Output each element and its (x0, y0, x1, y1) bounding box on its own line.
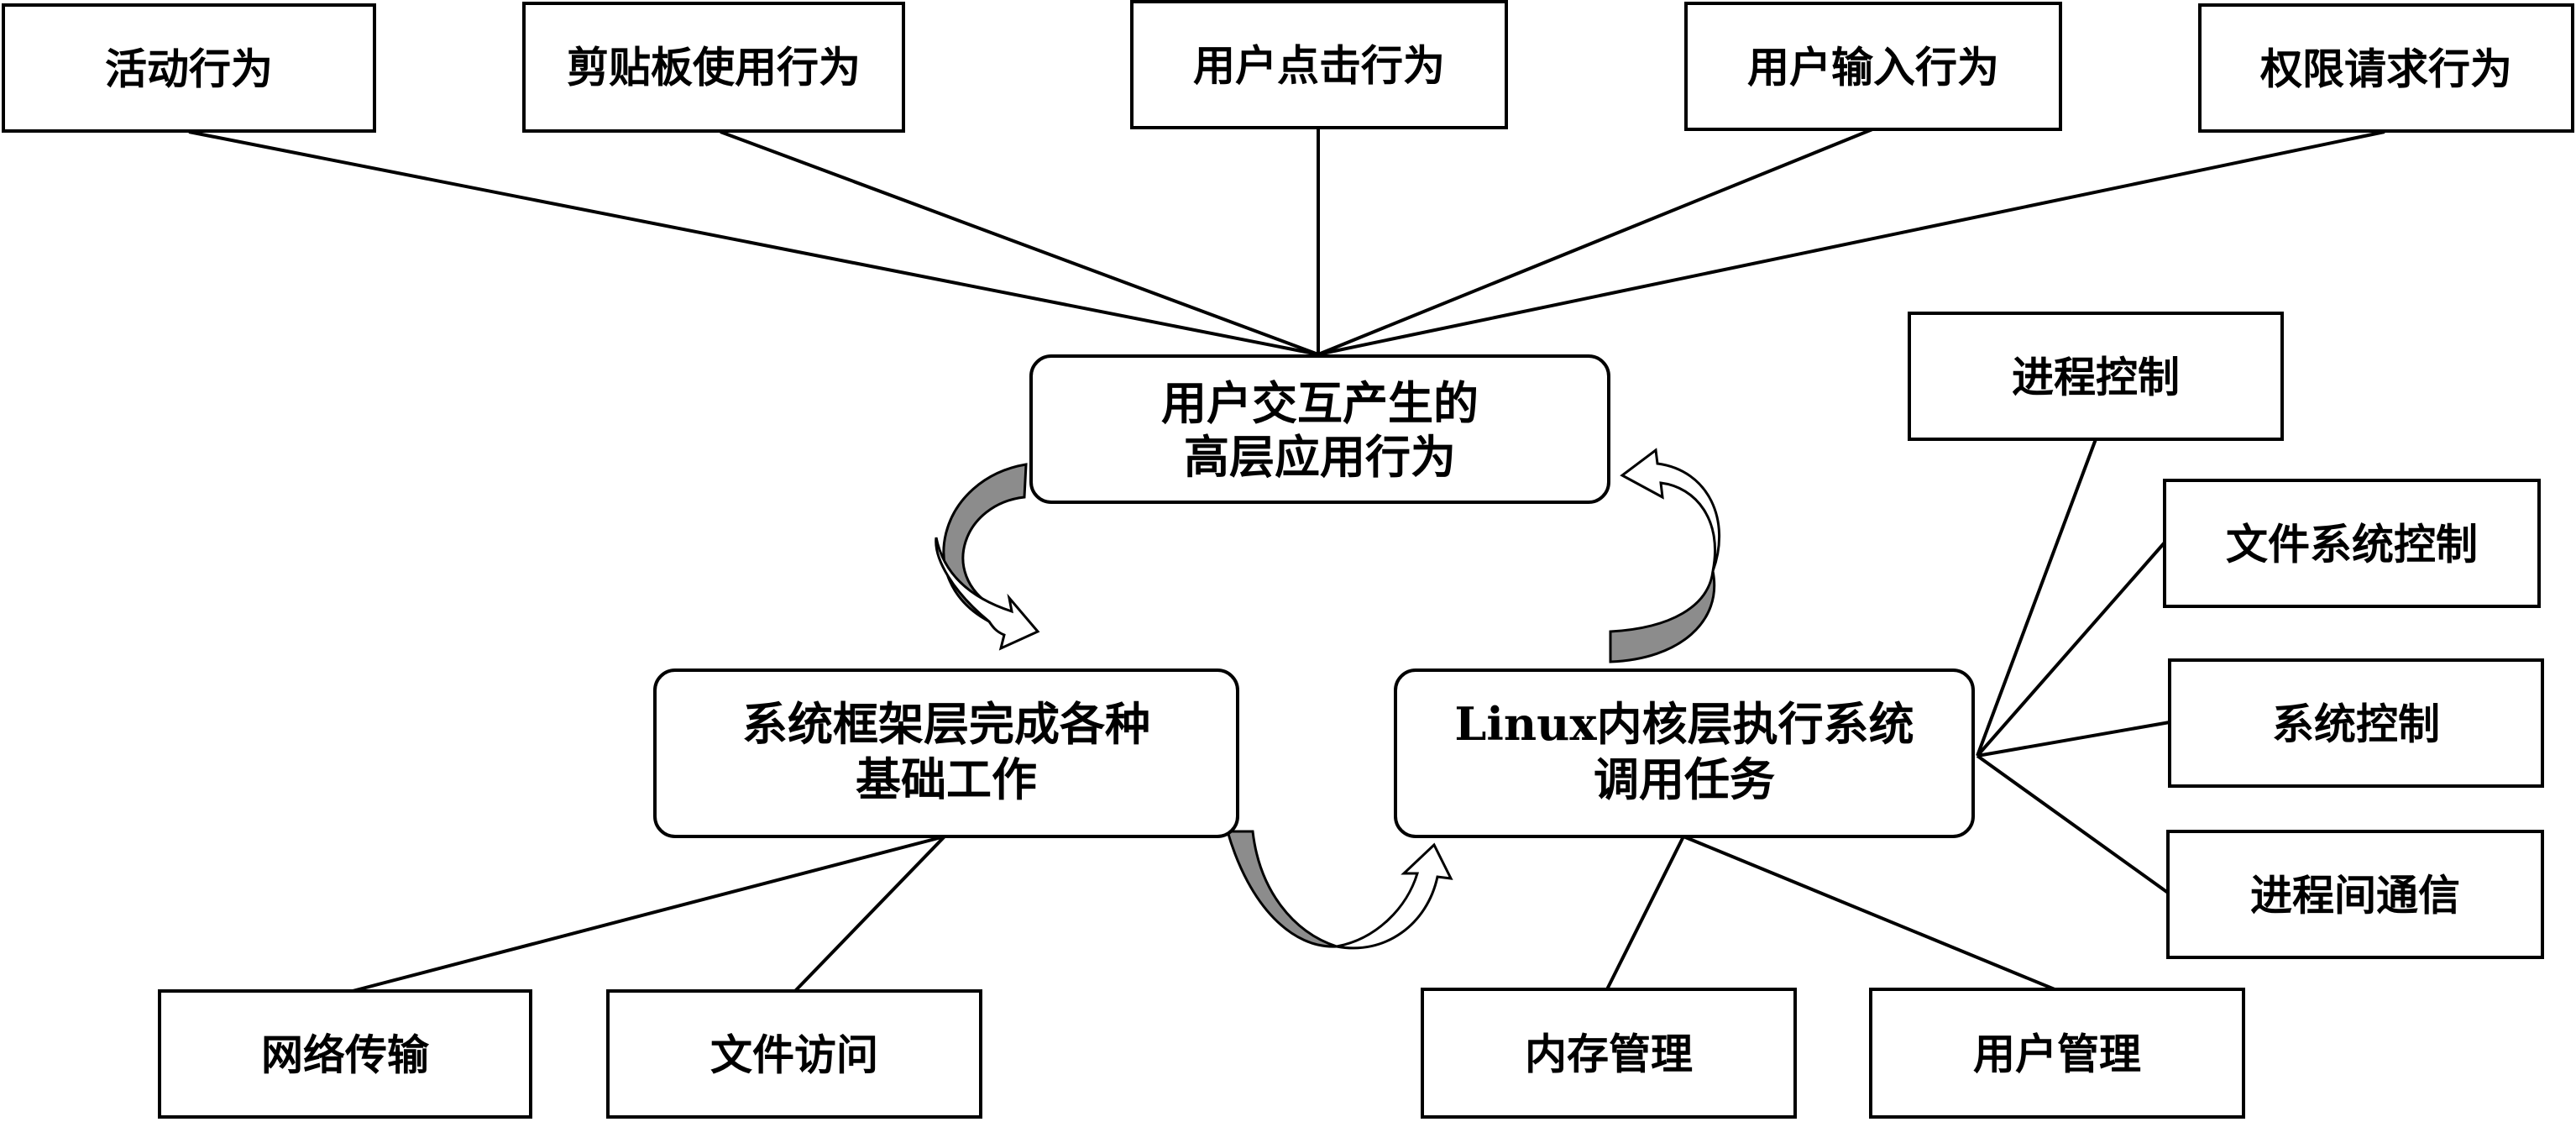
leaf-process-control: 进程控制 (1908, 312, 2284, 441)
arrow-head-white (1336, 842, 1453, 950)
edge-center-activity (188, 130, 1319, 356)
flow-arrow-kernel-to-center (1609, 448, 1721, 663)
arrow-body-shaded (1226, 830, 1338, 948)
edge-center-permission (1317, 130, 2385, 356)
leaf-clipboard: 剪贴板使用行为 (522, 2, 905, 133)
edge-kernel-user (1683, 835, 2055, 991)
arrow-body-shaded (1609, 570, 1716, 663)
leaf-network-label: 网络传输 (261, 1030, 430, 1080)
leaf-filesystem-control: 文件系统控制 (2163, 479, 2541, 608)
center-node-line2: 高层应用行为 (1184, 430, 1456, 484)
arrow-body-shaded (942, 463, 1028, 624)
edge-kernel-memory (1605, 836, 1685, 990)
edge-kernel-ipc (1976, 754, 2170, 894)
center-node: 用户交互产生的 高层应用行为 (1029, 354, 1610, 504)
leaf-user-management-label: 用户管理 (1973, 1030, 2141, 1079)
leaf-ipc-label: 进程间通信 (2250, 871, 2460, 920)
edge-kernel-filesystem (1976, 541, 2166, 758)
framework-node-line1: 系统框架层完成各种 (742, 697, 1150, 751)
leaf-memory-label: 内存管理 (1525, 1030, 1693, 1079)
leaf-permission: 权限请求行为 (2198, 3, 2574, 133)
leaf-system-control-label: 系统控制 (2272, 700, 2440, 749)
kernel-right-leaf-boxes: 进程控制 文件系统控制 系统控制 进程间通信 (1908, 312, 2544, 959)
kernel-bottom-leaf-boxes: 内存管理 用户管理 (1421, 988, 2245, 1119)
connector-lines (188, 128, 2385, 993)
leaf-filesystem-control-label: 文件系统控制 (2226, 520, 2478, 569)
framework-node: 系统框架层完成各种 基础工作 (653, 668, 1239, 838)
arrow-head-white (935, 537, 1040, 651)
flow-arrow-framework-to-kernel (1226, 830, 1453, 950)
top-leaf-boxes: 活动行为 剪贴板使用行为 用户点击行为 用户输入行为 权限请求行为 (2, 0, 2574, 133)
leaf-permission-label: 权限请求行为 (2259, 45, 2512, 94)
kernel-node-line2: 调用任务 (1594, 752, 1775, 806)
framework-node-line2: 基础工作 (856, 752, 1037, 806)
leaf-file-access: 文件访问 (606, 989, 982, 1119)
leaf-system-control: 系统控制 (2168, 658, 2544, 788)
kernel-node-line1: Linux内核层执行系统 (1454, 697, 1914, 751)
leaf-memory: 内存管理 (1421, 988, 1797, 1119)
leaf-click: 用户点击行为 (1130, 0, 1508, 129)
leaf-ipc: 进程间通信 (2166, 830, 2544, 959)
leaf-user-management: 用户管理 (1869, 988, 2245, 1119)
arrow-head-white (1620, 448, 1721, 572)
edge-center-input (1317, 128, 1873, 356)
flow-arrow-center-to-framework (935, 463, 1040, 651)
edge-framework-network (352, 835, 945, 993)
edge-framework-file (793, 835, 946, 993)
kernel-node: Linux内核层执行系统 调用任务 (1394, 668, 1975, 838)
edge-kernel-process (1976, 438, 2097, 757)
leaf-click-label: 用户点击行为 (1193, 41, 1445, 91)
edge-kernel-system (1977, 721, 2170, 758)
center-node-line1: 用户交互产生的 (1161, 376, 1479, 430)
edge-center-clipboard (720, 130, 1319, 356)
framework-leaf-boxes: 网络传输 文件访问 (158, 989, 982, 1119)
leaf-activity: 活动行为 (2, 3, 376, 133)
leaf-clipboard-label: 剪贴板使用行为 (567, 43, 861, 92)
leaf-input: 用户输入行为 (1684, 2, 2062, 131)
leaf-activity-label: 活动行为 (105, 45, 273, 94)
leaf-network: 网络传输 (158, 989, 532, 1119)
leaf-file-access-label: 文件访问 (710, 1030, 878, 1080)
leaf-input-label: 用户输入行为 (1747, 43, 1999, 92)
leaf-process-control-label: 进程控制 (2012, 353, 2180, 402)
